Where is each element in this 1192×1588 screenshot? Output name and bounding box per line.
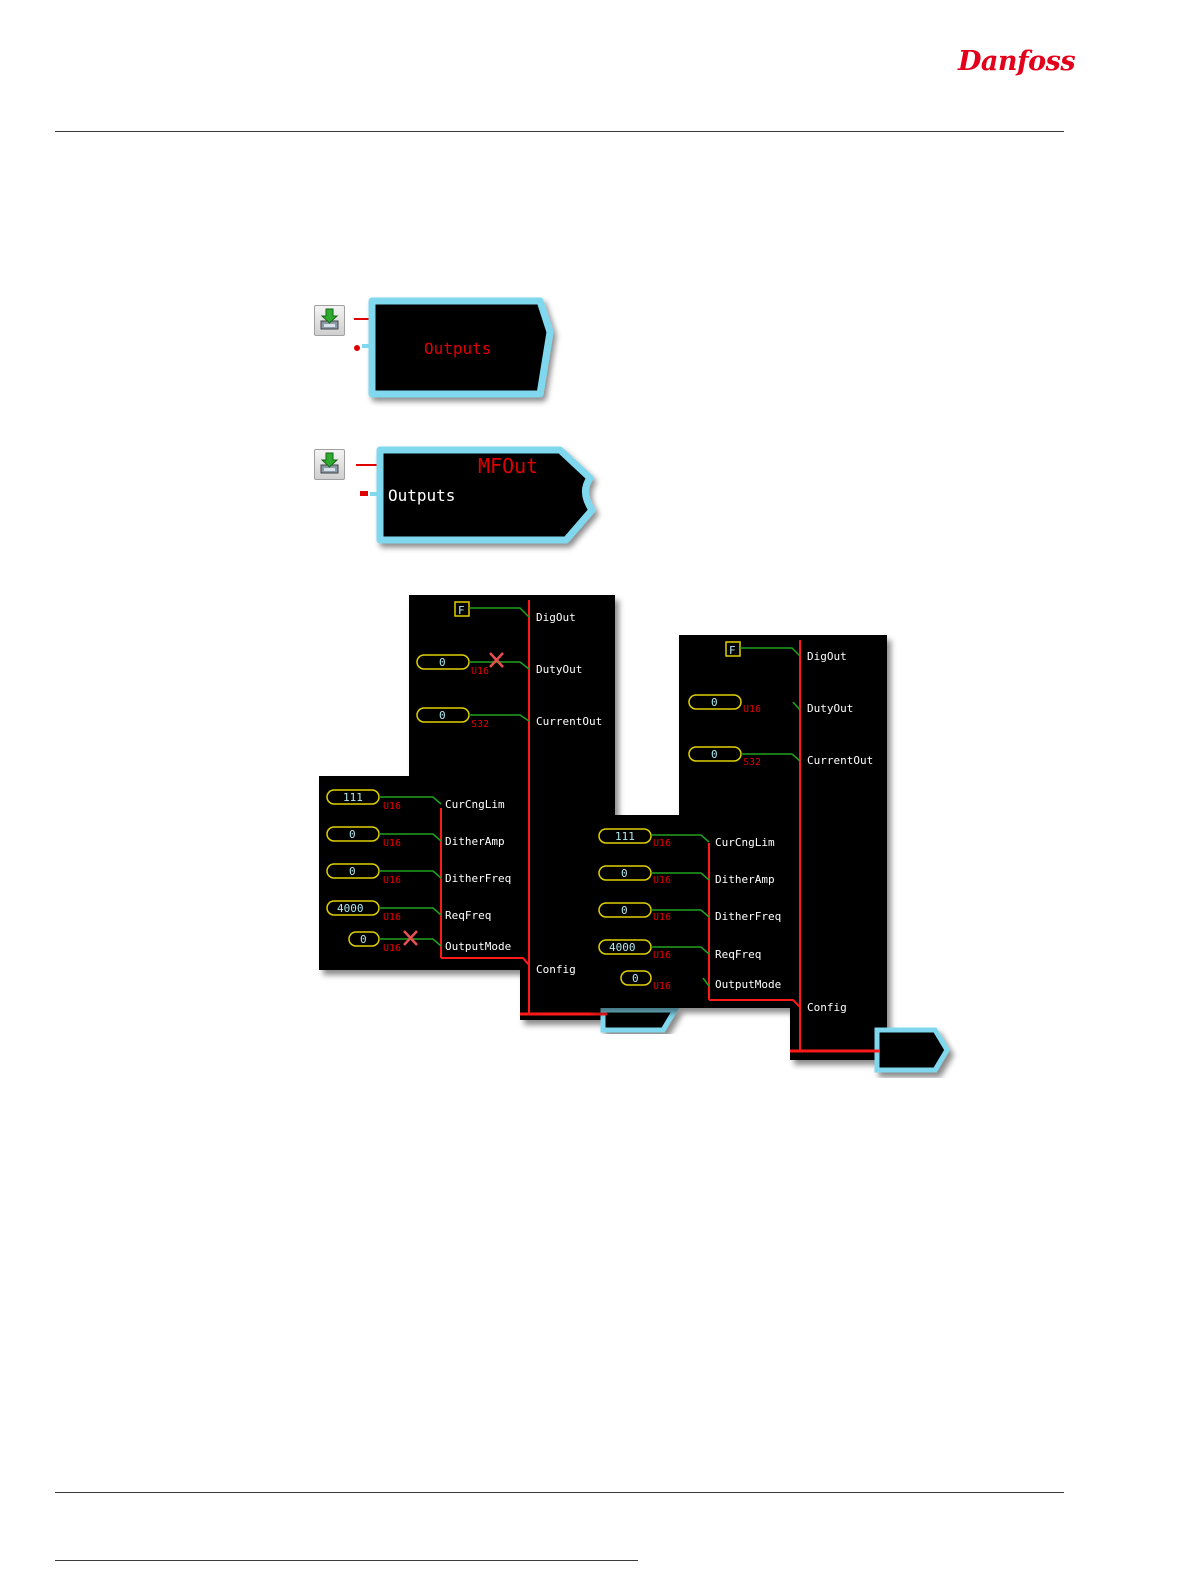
const-value: 0 bbox=[439, 656, 446, 669]
type-label: U16 bbox=[471, 666, 489, 677]
type-label: U16 bbox=[383, 943, 401, 954]
const-value: F bbox=[458, 604, 465, 617]
outputs-input-label: Outputs bbox=[388, 486, 455, 505]
header-rule bbox=[55, 131, 1064, 132]
logo-text: Danfoss bbox=[958, 46, 1075, 77]
port-label: CurCngLim bbox=[715, 836, 775, 849]
port-label: CurCngLim bbox=[445, 798, 505, 811]
input-pin bbox=[354, 345, 360, 351]
mfout-block[interactable]: MFOut Outputs bbox=[340, 438, 610, 563]
port-label: DigOut bbox=[536, 611, 576, 624]
port-label: DigOut bbox=[807, 650, 847, 663]
type-label: S32 bbox=[471, 719, 489, 730]
type-label: U16 bbox=[383, 838, 401, 849]
outputs-label: Outputs bbox=[424, 339, 491, 358]
const-value: 4000 bbox=[337, 902, 364, 915]
const-value: 0 bbox=[711, 696, 718, 709]
const-value: 0 bbox=[621, 904, 628, 917]
const-value: 0 bbox=[632, 972, 639, 985]
const-value: 0 bbox=[349, 828, 356, 841]
port-label: DitherFreq bbox=[715, 910, 781, 923]
type-label: U16 bbox=[383, 912, 401, 923]
type-label: S32 bbox=[743, 757, 761, 768]
const-value: 0 bbox=[349, 865, 356, 878]
input-pin bbox=[360, 491, 368, 496]
type-label: U16 bbox=[383, 801, 401, 812]
port-label: ReqFreq bbox=[715, 948, 761, 961]
type-label: U16 bbox=[653, 981, 671, 992]
port-label: DitherAmp bbox=[715, 873, 775, 886]
const-value: 0 bbox=[711, 748, 718, 761]
const-value: 4000 bbox=[609, 941, 636, 954]
port-label: OutputMode bbox=[445, 940, 511, 953]
mfout-title: MFOut bbox=[478, 454, 538, 478]
port-label-config: Config bbox=[807, 1001, 847, 1014]
type-label: U16 bbox=[653, 875, 671, 886]
port-label: DutyOut bbox=[807, 702, 853, 715]
const-value: F bbox=[729, 644, 736, 657]
const-value: 111 bbox=[343, 791, 363, 804]
outputs-block[interactable]: Outputs bbox=[340, 290, 580, 415]
type-label: U16 bbox=[383, 875, 401, 886]
port-label: DitherAmp bbox=[445, 835, 505, 848]
port-label: OutputMode bbox=[715, 978, 781, 991]
type-label: U16 bbox=[743, 704, 761, 715]
port-label: DitherFreq bbox=[445, 872, 511, 885]
const-value: 0 bbox=[439, 709, 446, 722]
type-label: U16 bbox=[653, 950, 671, 961]
const-value: 0 bbox=[621, 867, 628, 880]
port-label: ReqFreq bbox=[445, 909, 491, 922]
const-value: 111 bbox=[615, 830, 635, 843]
footer-underline bbox=[55, 1560, 638, 1561]
type-label: U16 bbox=[653, 838, 671, 849]
diagram-right: F DigOut 0 U16 DutyOut 0 S32 CurrentOut … bbox=[585, 630, 965, 1090]
port-label-config: Config bbox=[536, 963, 576, 976]
block-stub bbox=[877, 1030, 947, 1070]
port-label: DutyOut bbox=[536, 663, 582, 676]
type-label: U16 bbox=[653, 912, 671, 923]
const-value: 0 bbox=[360, 933, 367, 946]
footer-rule bbox=[55, 1492, 1064, 1493]
danfoss-logo: Danfoss bbox=[958, 42, 1068, 90]
port-label: CurrentOut bbox=[807, 754, 873, 767]
